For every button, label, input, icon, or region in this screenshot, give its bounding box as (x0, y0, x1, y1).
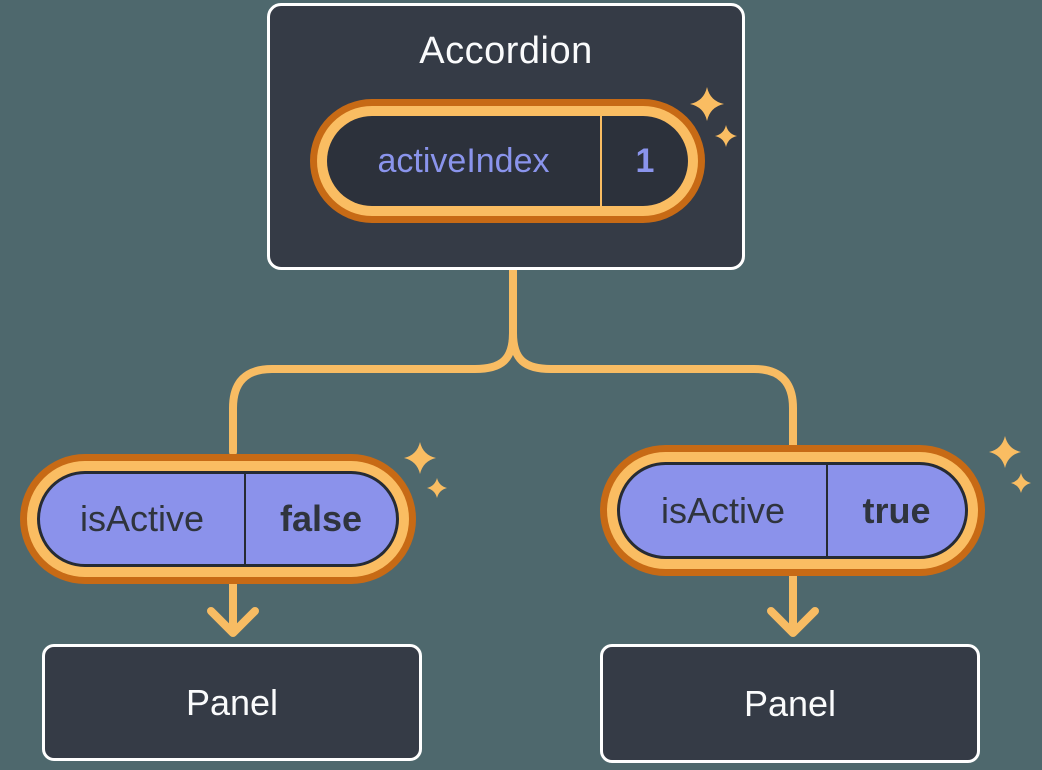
prop-pill-label: isActive (660, 489, 786, 531)
panel-label: Panel (743, 682, 837, 724)
sparkle-icon (427, 478, 447, 498)
prop-pill-value: true (862, 489, 931, 531)
arrow-head-left-icon (207, 607, 259, 637)
prop-pill-value: false (279, 498, 363, 539)
sparkle-icon (989, 436, 1021, 468)
prop-pill-label: isActive (79, 498, 205, 539)
connector-branch-right (509, 329, 797, 452)
state-pill-divider (600, 116, 602, 206)
prop-pill-isactive-left: isActive false (20, 454, 416, 584)
state-pill-activeindex: activeIndex 1 (310, 99, 705, 223)
prop-pill-divider (244, 474, 246, 564)
accordion-node: Accordion activeIndex 1 (267, 3, 745, 270)
state-pill-value: 1 (635, 141, 655, 180)
prop-pill-divider (826, 465, 828, 556)
connector-branch-left (229, 329, 517, 456)
panel-label: Panel (185, 681, 279, 723)
state-pill-body: activeIndex 1 (327, 116, 688, 206)
state-pill-ring: activeIndex 1 (317, 106, 698, 216)
panel-node-left: Panel (42, 644, 422, 761)
sparkle-icon (1011, 473, 1031, 493)
sparkle-icon (404, 442, 436, 474)
state-pill-label: activeIndex (377, 141, 550, 180)
prop-pill-isactive-right: isActive true (600, 445, 985, 576)
panel-node-right: Panel (600, 644, 980, 763)
arrow-head-right-icon (767, 607, 819, 637)
prop-pill-body: isActive false (37, 471, 399, 567)
prop-pill-ring: isActive false (27, 461, 409, 577)
accordion-title: Accordion (419, 30, 593, 72)
prop-pill-body: isActive true (617, 462, 968, 559)
prop-pill-ring: isActive true (607, 452, 978, 569)
